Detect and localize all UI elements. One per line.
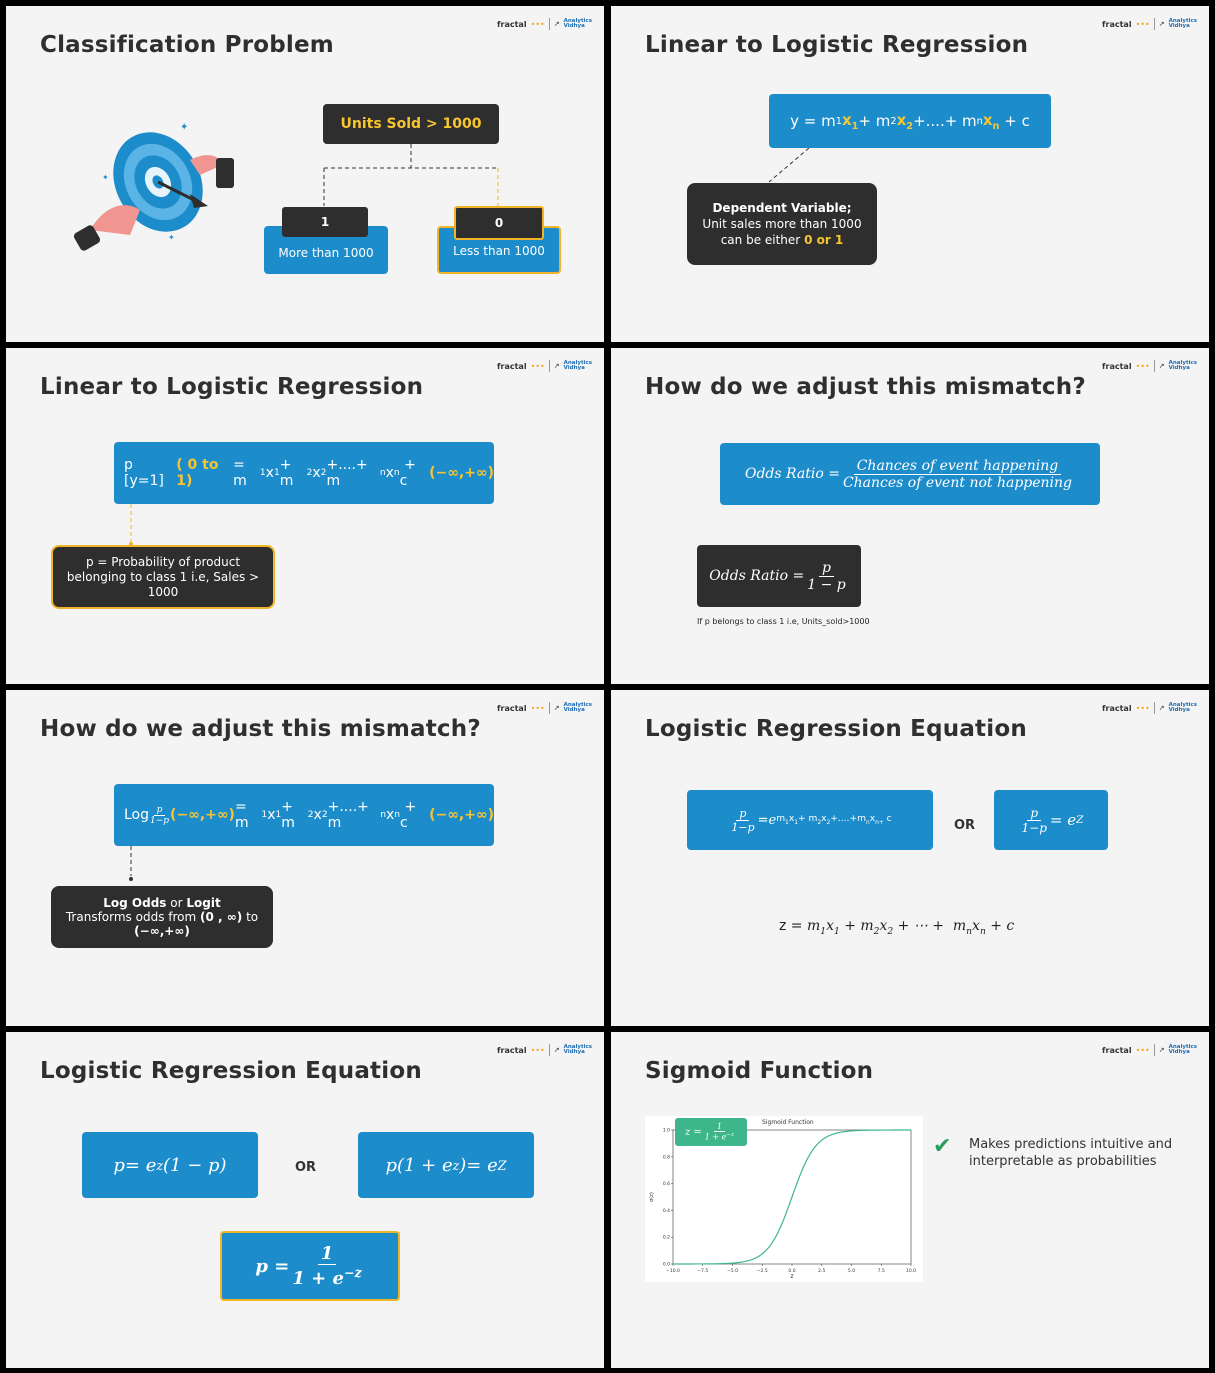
x-tick-label: 2.5 bbox=[818, 1268, 825, 1274]
x-tick-label: −5.0 bbox=[727, 1268, 738, 1274]
svg-text:✦: ✦ bbox=[102, 173, 109, 182]
sigmoid-benefit: Makes predictions intuitive and interpre… bbox=[969, 1137, 1173, 1169]
node-value-1: 1 bbox=[282, 207, 368, 237]
y-tick-label: 0.2 bbox=[663, 1235, 670, 1241]
slide-title: Sigmoid Function bbox=[645, 1058, 874, 1084]
slide-title: How do we adjust this mismatch? bbox=[645, 374, 1086, 400]
slide-classification-problem: Classification Problem fractal•••↗Analyt… bbox=[6, 6, 604, 342]
x-tick-label: −2.5 bbox=[757, 1268, 768, 1274]
x-tick-label: −7.5 bbox=[697, 1268, 708, 1274]
slide-linear-to-logistic-1: Linear to Logistic Regression fractal•••… bbox=[611, 6, 1209, 342]
connector bbox=[129, 504, 133, 546]
node-value-0: 0 bbox=[454, 206, 544, 240]
dependent-variable-note: Dependent Variable; Unit sales more than… bbox=[687, 183, 877, 265]
svg-text:✦: ✦ bbox=[168, 233, 175, 242]
connector bbox=[768, 148, 810, 183]
x-tick-label: −10.0 bbox=[666, 1268, 680, 1274]
tree-connectors bbox=[323, 144, 499, 206]
probability-note: p = Probability of product belonging to … bbox=[51, 545, 275, 609]
target-illustration: ✦ ✦ ✦ bbox=[73, 122, 234, 251]
z-definition: z = m1x1 + m2x2 + ⋯ + mnxn + c bbox=[779, 918, 1015, 937]
x-tick-label: 10.0 bbox=[906, 1268, 916, 1274]
root-node: Units Sold > 1000 bbox=[323, 104, 499, 144]
slide-title: How do we adjust this mismatch? bbox=[40, 716, 481, 742]
or-label: OR bbox=[295, 1160, 317, 1175]
slide-title: Linear to Logistic Regression bbox=[645, 32, 1029, 58]
y-tick-label: 1.0 bbox=[663, 1128, 670, 1134]
sigmoid-chart: Sigmoid Function z σ(z) −10.0 −7.5 −5.0 −2.5 0.… bbox=[649, 1119, 916, 1280]
connector bbox=[129, 846, 133, 881]
check-icon: ✔ bbox=[933, 1134, 952, 1159]
slide-title: Linear to Logistic Regression bbox=[40, 374, 424, 400]
odds-caption: If p belongs to class 1 i.e, Units_sold>… bbox=[697, 617, 870, 626]
y-axis-label: σ(z) bbox=[649, 1192, 655, 1202]
slide-adjust-mismatch-1: How do we adjust this mismatch? fractal•… bbox=[611, 348, 1209, 684]
svg-text:✦: ✦ bbox=[180, 122, 188, 133]
y-tick-label: 0.0 bbox=[663, 1262, 670, 1268]
y-tick-label: 0.4 bbox=[663, 1208, 670, 1214]
slide-logistic-equation-1: Logistic Regression Equation fractal•••↗… bbox=[611, 690, 1209, 1026]
or-label: OR bbox=[954, 818, 976, 833]
x-tick-label: 7.5 bbox=[878, 1268, 885, 1274]
slide-title: Logistic Regression Equation bbox=[645, 716, 1027, 742]
slide-title: Logistic Regression Equation bbox=[40, 1058, 422, 1084]
x-tick-label: 0.0 bbox=[788, 1268, 795, 1274]
x-axis-label: z bbox=[790, 1273, 793, 1280]
chart-title: Sigmoid Function bbox=[762, 1119, 814, 1126]
slide-title: Classification Problem bbox=[40, 32, 334, 58]
logit-note: Log Odds or Logit Transforms odds from (… bbox=[51, 886, 273, 948]
x-tick-label: 5.0 bbox=[848, 1268, 855, 1274]
slide-adjust-mismatch-2: How do we adjust this mismatch? fractal•… bbox=[6, 690, 604, 1026]
y-tick-label: 0.6 bbox=[663, 1181, 670, 1187]
y-tick-label: 0.8 bbox=[663, 1154, 670, 1160]
slide-logistic-equation-2: Logistic Regression Equation fractal•••↗… bbox=[6, 1032, 604, 1368]
slide-linear-to-logistic-2: Linear to Logistic Regression fractal•••… bbox=[6, 348, 604, 684]
sigmoid-chart-panel: Sigmoid Function z σ(z) −10.0 −7.5 −5.0 −2.5 0.… bbox=[645, 1116, 923, 1282]
